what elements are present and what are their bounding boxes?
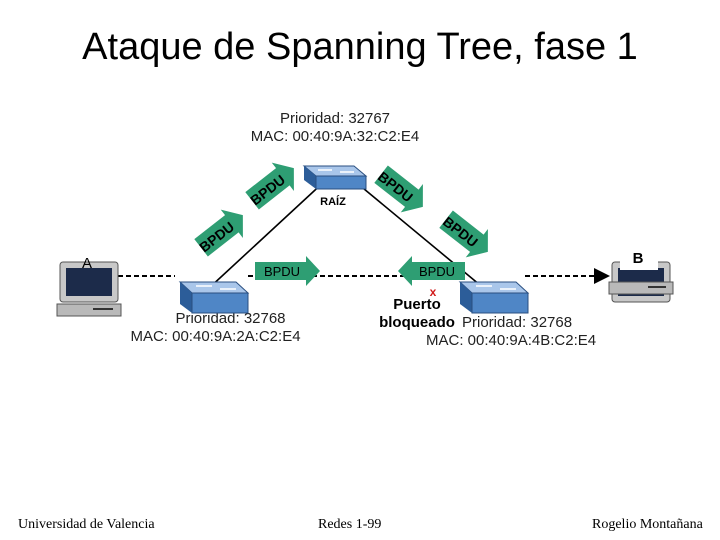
- blocked-port-label: Puerto bloqueado: [373, 296, 461, 332]
- bpdu-arrow-root-left-lower: BPDU: [194, 209, 243, 257]
- bpdu-label: BPDU: [419, 264, 455, 279]
- host-a-label: A: [82, 255, 92, 272]
- bpdu-arrow-root-left-upper: BPDU: [245, 162, 294, 210]
- root-switch-priority: Prioridad: 32767: [279, 110, 391, 127]
- host-b-label-bg: [620, 244, 658, 270]
- left-switch-mac: MAC: 00:40:9A:2A:C2:E4: [130, 328, 301, 345]
- root-switch-mac: MAC: 00:40:9A:32:C2:E4: [250, 128, 420, 145]
- host-a-computer: [56, 261, 122, 317]
- right-switch: [458, 281, 530, 314]
- host-b-computer: [608, 261, 674, 303]
- bpdu-arrow-right-to-left: BPDU: [398, 256, 465, 286]
- root-switch-info: Prioridad: 32767 MAC: 00:40:9A:32:C2:E4: [240, 110, 430, 146]
- root-label: RAÍZ: [320, 195, 346, 208]
- blocked-port-line2: bloqueado: [379, 314, 455, 331]
- right-switch-mac: MAC: 00:40:9A:4B:C2:E4: [426, 332, 597, 349]
- left-switch-info: Prioridad: 32768 MAC: 00:40:9A:2A:C2:E4: [118, 310, 313, 346]
- link-left-root: [207, 178, 328, 290]
- root-switch: [302, 165, 368, 190]
- bpdu-arrow-root-right-lower: BPDU: [439, 210, 488, 258]
- footer-right: Rogelio Montañana: [592, 517, 703, 532]
- right-switch-info: Prioridad: 32768 MAC: 00:40:9A:4B:C2:E4: [426, 314, 616, 350]
- right-switch-priority: Prioridad: 32768: [462, 314, 573, 331]
- bpdu-arrow-left-to-right: BPDU: [255, 256, 320, 286]
- left-switch: [178, 281, 250, 314]
- blocked-port-line1: Puerto: [393, 296, 441, 313]
- left-switch-priority: Prioridad: 32768: [175, 310, 286, 327]
- footer-center: Redes 1-99: [318, 517, 382, 532]
- blocked-port-marker: x: [430, 285, 437, 299]
- bpdu-arrow-root-right-upper: BPDU: [374, 165, 423, 213]
- page-title: Ataque de Spanning Tree, fase 1: [82, 26, 638, 68]
- bpdu-label: BPDU: [264, 264, 300, 279]
- footer-left: Universidad de Valencia: [18, 517, 155, 532]
- host-b-label: B: [633, 250, 644, 267]
